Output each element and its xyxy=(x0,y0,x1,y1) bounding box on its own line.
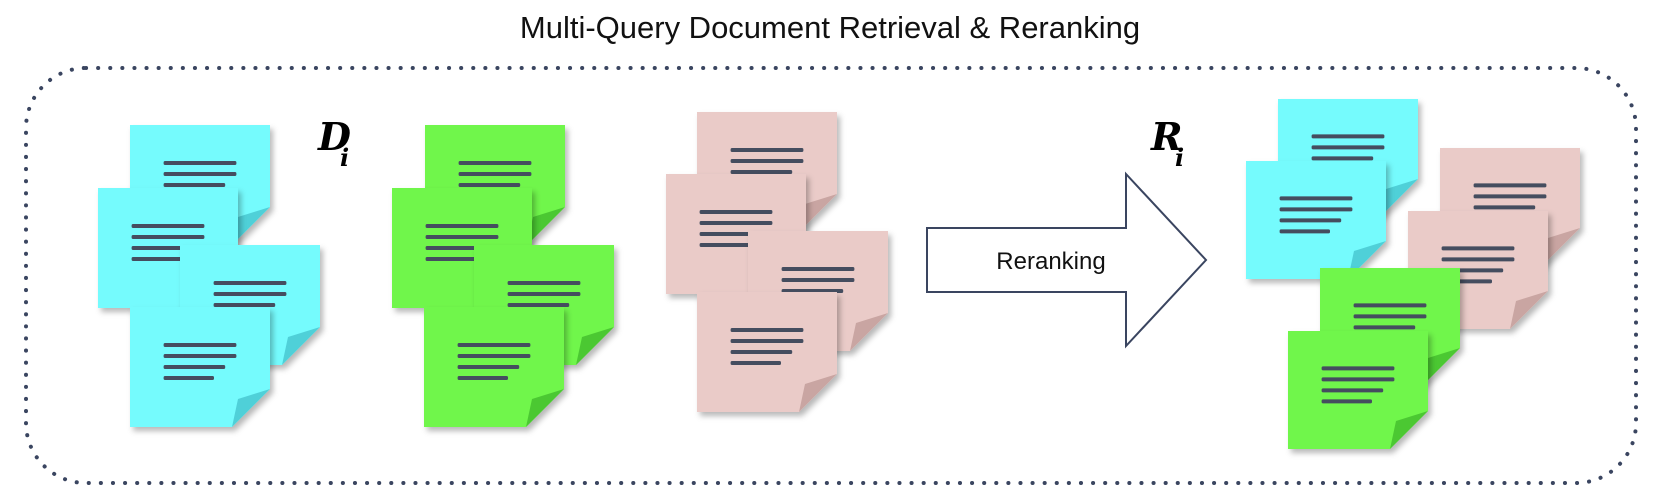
note-text-line xyxy=(425,235,499,239)
dotted-border xyxy=(24,66,1638,485)
note-text-line xyxy=(699,210,773,214)
note-fold xyxy=(282,327,320,365)
note-fold xyxy=(1380,179,1418,217)
note-text-line xyxy=(1353,303,1427,308)
note-text-line xyxy=(1473,205,1536,210)
note-text-line xyxy=(507,281,581,285)
note-text-line xyxy=(163,183,226,187)
documents-subscript: i xyxy=(340,143,349,172)
note-text-line xyxy=(730,361,781,365)
note-text-line xyxy=(1473,183,1547,188)
note-text-line xyxy=(1311,156,1374,161)
note-fold xyxy=(1390,411,1428,449)
note-text-line xyxy=(163,343,237,347)
note-text-line xyxy=(507,292,581,296)
note-text-line xyxy=(1279,207,1353,212)
note-text-line xyxy=(131,224,205,228)
note-text-line xyxy=(1279,218,1342,223)
note-text-line xyxy=(1279,229,1330,234)
reranked-symbol: R xyxy=(1150,114,1183,159)
note-text-line xyxy=(458,172,532,176)
reranked-subscript: i xyxy=(1175,143,1184,172)
green-stack-note-4 xyxy=(424,307,564,427)
note-text-line xyxy=(131,246,194,250)
note-text-line xyxy=(458,161,532,165)
cyan-stack-note-4 xyxy=(130,307,270,427)
note-text-line xyxy=(457,376,508,380)
note-fold xyxy=(576,327,614,365)
note-text-line xyxy=(1311,134,1385,139)
reranked-note-cyan-2 xyxy=(1246,161,1386,279)
note-fold xyxy=(526,389,564,427)
note-fold xyxy=(799,194,837,232)
note-text-line xyxy=(163,365,226,369)
note-text-line xyxy=(1321,377,1395,382)
note-text-line xyxy=(730,170,793,174)
note-text-line xyxy=(131,257,182,261)
diagram-title: Multi-Query Document Retrieval & Reranki… xyxy=(519,10,1141,45)
note-fold xyxy=(1510,291,1548,329)
note-text-line xyxy=(1279,196,1353,201)
note-text-line xyxy=(781,267,855,271)
note-text-line xyxy=(425,246,488,250)
note-text-line xyxy=(1321,366,1395,371)
note-text-line xyxy=(213,292,287,296)
note-text-line xyxy=(699,232,762,236)
note-text-line xyxy=(457,365,520,369)
note-text-line xyxy=(730,350,793,354)
note-text-line xyxy=(1321,388,1384,393)
note-text-line xyxy=(1473,194,1547,199)
note-text-line xyxy=(458,183,521,187)
sticky-notes-layer xyxy=(98,99,1580,449)
note-fold xyxy=(527,207,565,245)
note-fold xyxy=(232,207,270,245)
reranked-note-green-2 xyxy=(1288,331,1428,449)
note-text-line xyxy=(425,257,476,261)
reranking-label: Reranking xyxy=(996,248,1105,275)
note-text-line xyxy=(1441,257,1515,262)
note-text-line xyxy=(163,354,237,358)
note-fold xyxy=(1422,348,1460,386)
pink-stack-note-4 xyxy=(697,292,837,412)
note-text-line xyxy=(699,221,773,225)
note-text-line xyxy=(163,161,237,165)
note-text-line xyxy=(730,328,804,332)
note-text-line xyxy=(781,278,855,282)
note-text-line xyxy=(1353,325,1416,330)
note-text-line xyxy=(730,159,804,163)
note-text-line xyxy=(457,354,531,358)
note-text-line xyxy=(213,303,276,307)
note-text-line xyxy=(1311,145,1385,150)
note-text-line xyxy=(1353,314,1427,319)
note-fold xyxy=(850,313,888,351)
note-text-line xyxy=(457,343,531,347)
note-text-line xyxy=(507,303,570,307)
note-text-line xyxy=(163,172,237,176)
note-text-line xyxy=(213,281,287,285)
reranking-arrow xyxy=(926,171,1208,349)
note-text-line xyxy=(163,376,214,380)
note-fold xyxy=(232,389,270,427)
note-fold xyxy=(799,374,837,412)
note-text-line xyxy=(730,148,804,152)
note-text-line xyxy=(425,224,499,228)
note-text-line xyxy=(730,339,804,343)
note-text-line xyxy=(699,243,750,247)
note-text-line xyxy=(1441,246,1515,251)
documents-symbol: D xyxy=(317,114,351,159)
note-text-line xyxy=(1321,399,1372,404)
note-fold xyxy=(1542,228,1580,266)
note-text-line xyxy=(131,235,205,239)
